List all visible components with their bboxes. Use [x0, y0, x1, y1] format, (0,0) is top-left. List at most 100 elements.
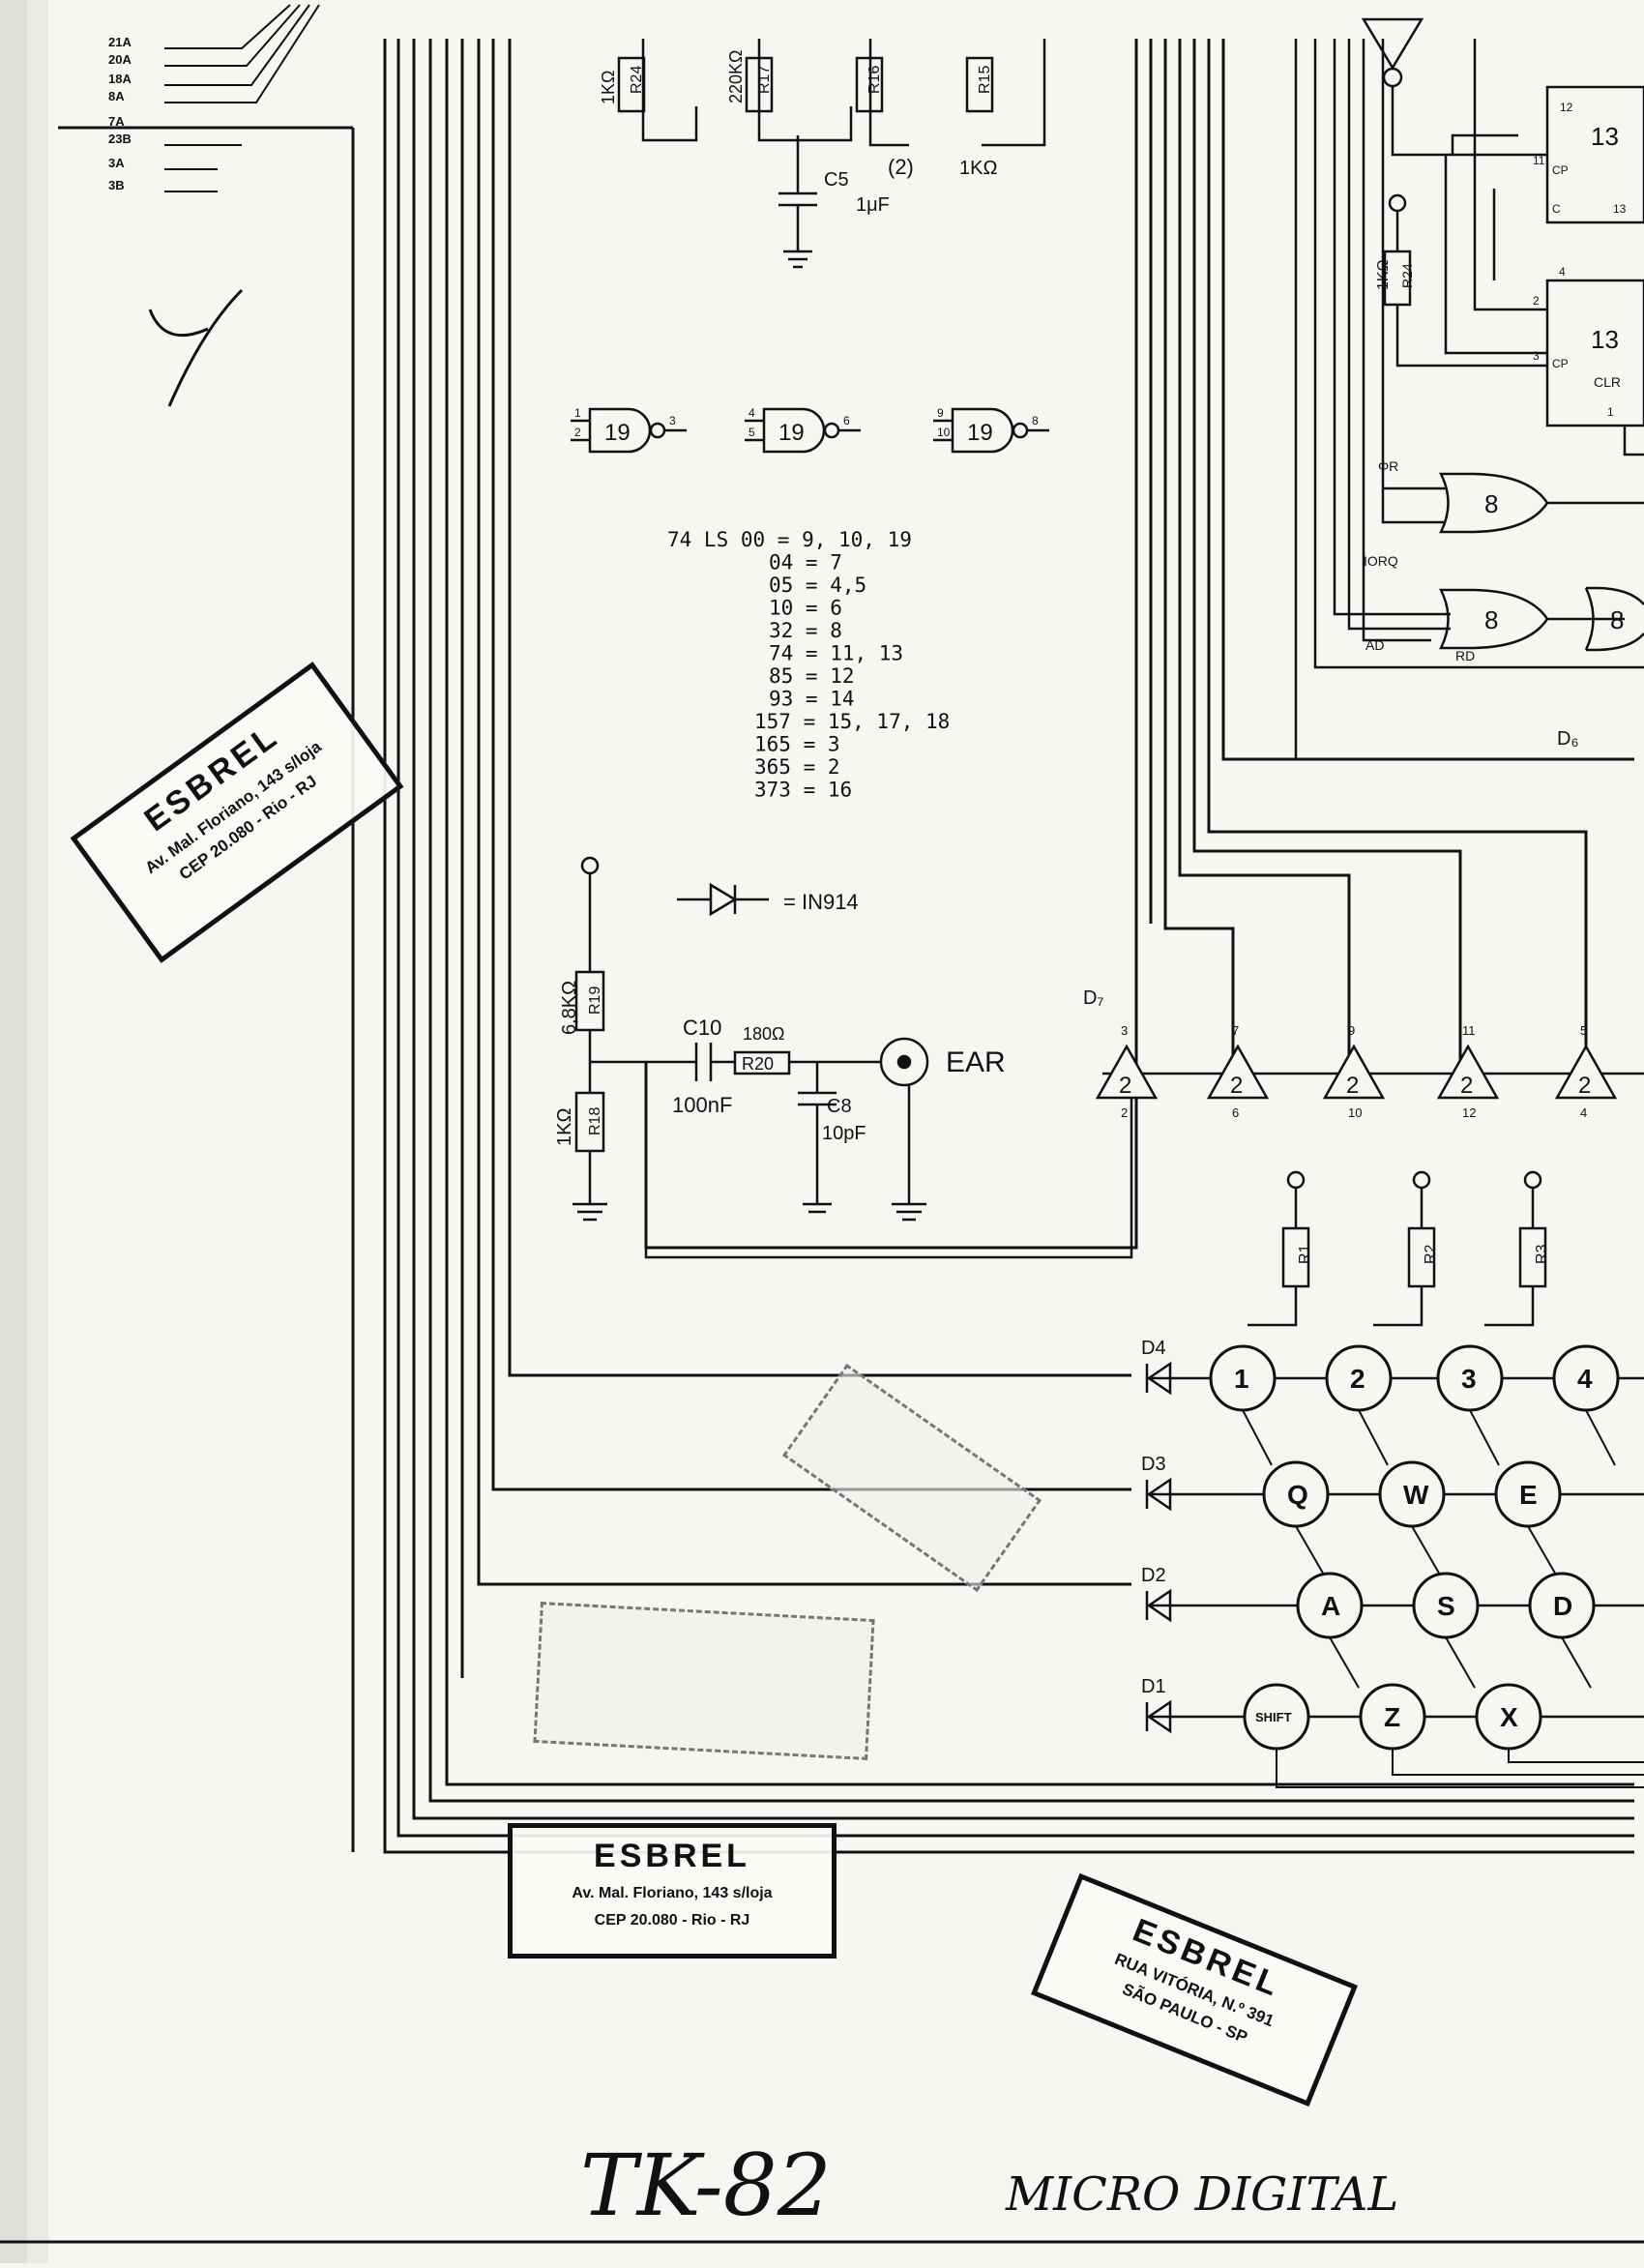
r-ff-id: R24 — [1399, 263, 1415, 288]
key-circle — [1436, 1344, 1504, 1412]
matrix-link — [1527, 1525, 1558, 1577]
ff-pin: 3 — [1533, 349, 1540, 363]
nand-gate-pin: 5 — [749, 426, 755, 439]
diode-legend — [677, 882, 769, 917]
matrix-link — [1295, 1525, 1326, 1577]
key-label: 2 — [1350, 1364, 1365, 1394]
matrix-link — [1561, 1636, 1592, 1689]
resistor-id: R17 — [756, 66, 773, 94]
key-label: D — [1553, 1591, 1572, 1621]
diode-label: D4 — [1141, 1338, 1166, 1359]
buffer-pin: 11 — [1462, 1023, 1476, 1038]
nand-gate-pin: 2 — [574, 426, 581, 439]
buffer-pin: 3 — [1121, 1023, 1128, 1038]
key-circle — [1209, 1344, 1277, 1412]
row-diode — [1145, 1477, 1218, 1512]
key-circle — [1552, 1344, 1620, 1412]
key-circle — [1412, 1572, 1480, 1639]
c5-value: 1μF — [856, 194, 890, 216]
header-lines — [164, 4, 353, 192]
ic-table-line: 93 = 14 — [769, 688, 855, 711]
key-label: 1 — [1234, 1364, 1249, 1394]
or-gate-label: 8 — [1484, 489, 1498, 518]
r20-value: 180Ω — [743, 1024, 785, 1044]
header-label: 21A — [108, 35, 132, 49]
or-signal: IORQ — [1364, 553, 1398, 569]
diode-legend-text: = IN914 — [783, 890, 859, 914]
or-gate-label: 8 — [1610, 605, 1624, 634]
pullup-body — [1407, 1226, 1436, 1288]
c10-value: 100nF — [672, 1093, 732, 1117]
key-label: 3 — [1461, 1364, 1477, 1394]
column-returns — [1276, 1749, 1644, 1788]
ff-pin: 12 — [1560, 101, 1573, 114]
header-label: 7A — [108, 114, 125, 129]
nand-gate-leads — [745, 419, 861, 442]
or-signal: AD — [1365, 637, 1384, 653]
key-label: Z — [1384, 1702, 1400, 1732]
or-signal: RD — [1455, 648, 1475, 663]
matrix-link — [1242, 1409, 1273, 1466]
r19-id: R19 — [587, 987, 603, 1015]
pullup-label: R2 — [1423, 1244, 1439, 1264]
nand-gate-bubble — [823, 422, 840, 439]
d6-label: D₆ — [1557, 728, 1579, 750]
buffer-pin: 5 — [1580, 1023, 1587, 1038]
vcc-terminal — [1286, 1170, 1306, 1190]
nand-gate-bubble — [1012, 422, 1029, 439]
key-label: Q — [1287, 1480, 1308, 1510]
key-label: X — [1500, 1702, 1518, 1732]
header-label: 18A — [108, 72, 132, 86]
buffer-triangle — [1095, 1044, 1159, 1100]
buffer-label: 2 — [1230, 1073, 1243, 1099]
pullup-lead — [1373, 1188, 1424, 1327]
nand-gate-label: 19 — [604, 420, 631, 446]
resistor-value: 220KΩ — [726, 50, 746, 104]
r19-value: 6,8KΩ — [559, 981, 580, 1035]
row-diode — [1145, 1588, 1218, 1623]
key-circle — [1296, 1572, 1364, 1639]
ff-pin: C — [1552, 202, 1561, 216]
header-label: 3A — [108, 156, 125, 170]
key-circle — [1494, 1460, 1562, 1528]
ff-pin: CLR — [1594, 374, 1621, 390]
handwritten-model: TK-82 — [580, 2135, 832, 2235]
key-label: 4 — [1577, 1364, 1593, 1394]
key-circle — [1378, 1460, 1446, 1528]
r18-value: 1KΩ — [554, 1108, 575, 1146]
pullup-lead — [1248, 1188, 1298, 1327]
key-label: SHIFT — [1255, 1710, 1292, 1724]
buffer-pin: 6 — [1232, 1105, 1239, 1120]
ff-pin: 11 — [1533, 154, 1545, 167]
diode-label: D2 — [1141, 1565, 1166, 1586]
buffer-pin: 12 — [1462, 1105, 1476, 1120]
ic-table-line: 373 = 16 — [754, 779, 852, 802]
ic-table-line: 05 = 4,5 — [769, 574, 866, 597]
buffer-pin: 10 — [1348, 1105, 1362, 1120]
header-label: 8A — [108, 89, 125, 103]
matrix-link — [1469, 1409, 1500, 1466]
buffer-label: 2 — [1578, 1073, 1591, 1099]
buffer-pin: 2 — [1121, 1105, 1128, 1120]
ff-pin: CP — [1552, 357, 1569, 370]
key-circle — [1325, 1344, 1393, 1412]
r-ff-value: 1KΩ — [1375, 259, 1392, 290]
nand-gate-body — [588, 407, 652, 454]
ic-table-line: 165 = 3 — [754, 733, 840, 756]
stamp-line1: Av. Mal. Floriano, 143 s/loja — [572, 1885, 773, 1901]
nand-gate-pin: 9 — [937, 406, 944, 420]
ic-table-line: 10 = 6 — [769, 597, 842, 620]
diode-label: D1 — [1141, 1676, 1166, 1697]
resistor-id: R15 — [977, 66, 993, 94]
ic-table-line: 04 = 7 — [769, 551, 842, 574]
pullup-label: R1 — [1297, 1244, 1313, 1264]
ff-pin: 2 — [1533, 294, 1540, 308]
header-label: 3B — [108, 178, 125, 192]
ic-table-line: 74 = 11, 13 — [769, 642, 903, 665]
faded-stamp — [533, 1602, 875, 1760]
